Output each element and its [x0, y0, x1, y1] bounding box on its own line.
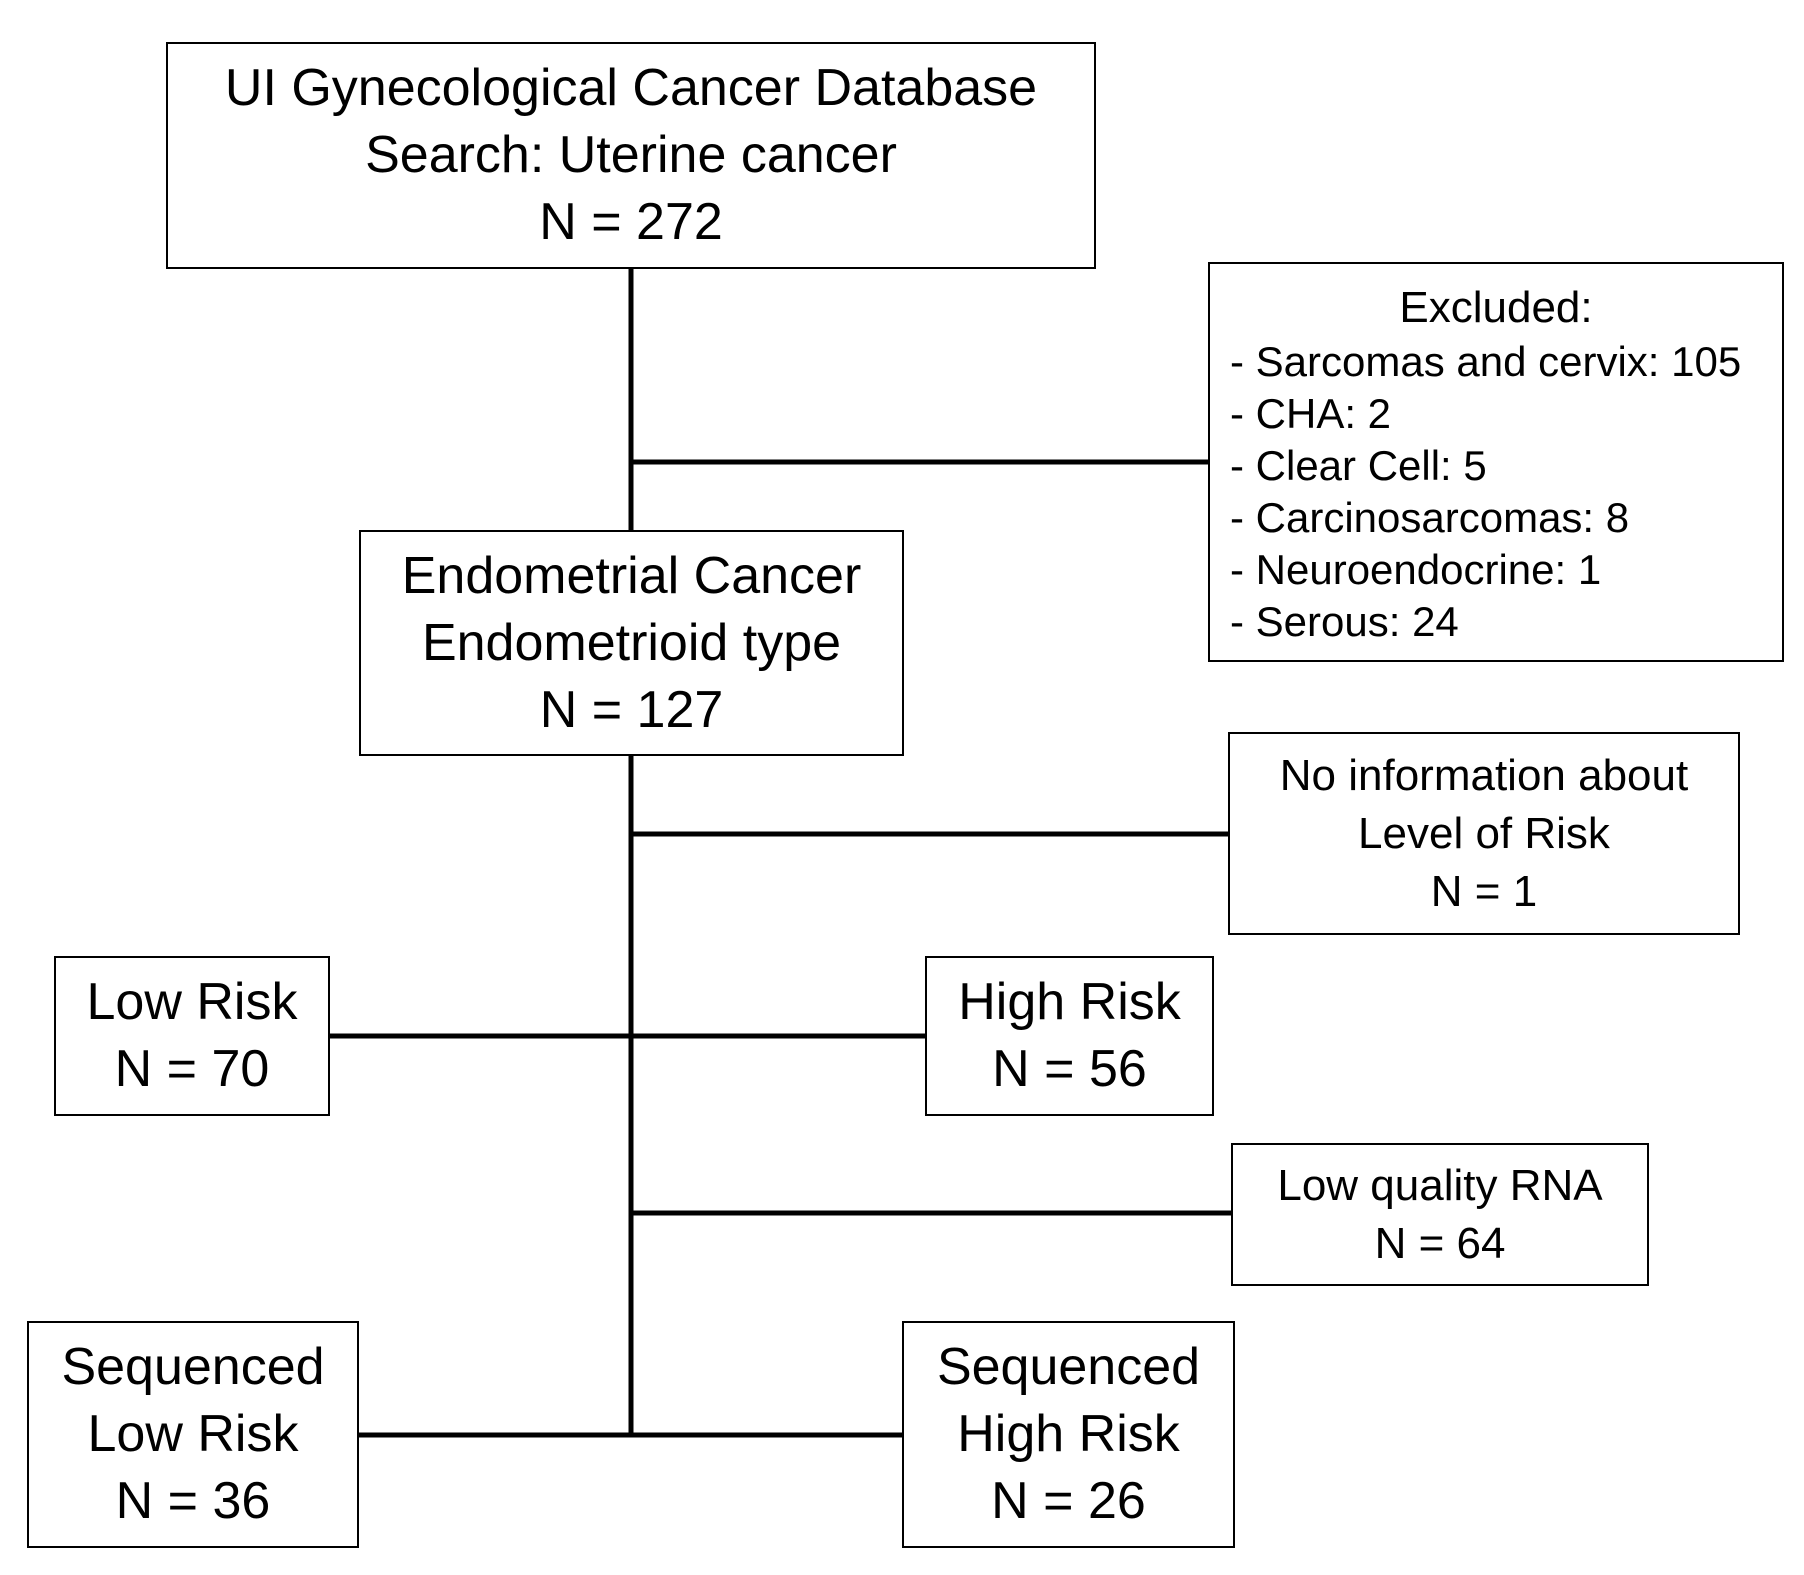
database-search: Search: Uterine cancer [365, 126, 897, 184]
seq-low-line-1: Sequenced [61, 1338, 325, 1396]
excluded-item-neuroendocrine: - Neuroendocrine: 1 [1230, 546, 1602, 593]
no-info-count: N = 1 [1430, 866, 1538, 916]
low-rna-count: N = 64 [1374, 1218, 1506, 1268]
endometrial-title: Endometrial Cancer [401, 546, 862, 605]
excluded-box: Excluded: - Sarcomas and cervix: 105 - C… [1208, 262, 1784, 662]
seq-high-line-2: High Risk [957, 1405, 1180, 1463]
low-rna-label: Low quality RNA [1277, 1160, 1603, 1210]
excluded-item-clear-cell: - Clear Cell: 5 [1230, 442, 1487, 489]
excluded-item-carcinosarcomas: - Carcinosarcomas: 8 [1230, 494, 1630, 541]
low-quality-rna-box: Low quality RNA N = 64 [1231, 1143, 1649, 1286]
low-risk-label: Low Risk [86, 973, 298, 1031]
endometrial-count: N = 127 [539, 680, 724, 739]
excluded-item-sarcomas: - Sarcomas and cervix: 105 [1230, 338, 1742, 385]
excluded-title: Excluded: [1399, 283, 1593, 332]
database-search-box: UI Gynecological Cancer Database Search:… [166, 42, 1096, 269]
database-title: UI Gynecological Cancer Database [224, 59, 1038, 117]
no-info-line-1: No information about [1279, 750, 1689, 800]
no-info-line-2: Level of Risk [1358, 808, 1610, 858]
no-information-box: No information about Level of Risk N = 1 [1228, 732, 1740, 935]
excluded-list: - Sarcomas and cervix: 105 - CHA: 2 - Cl… [1210, 336, 1782, 648]
seq-low-count: N = 36 [115, 1472, 271, 1530]
sequenced-high-risk-box: Sequenced High Risk N = 26 [902, 1321, 1235, 1548]
seq-high-count: N = 26 [991, 1472, 1146, 1530]
high-risk-count: N = 56 [992, 1040, 1147, 1098]
sequenced-low-risk-box: Sequenced Low Risk N = 36 [27, 1321, 359, 1548]
low-risk-count: N = 70 [114, 1040, 270, 1098]
excluded-item-serous: - Serous: 24 [1230, 598, 1459, 645]
high-risk-box: High Risk N = 56 [925, 956, 1214, 1116]
seq-high-line-1: Sequenced [936, 1338, 1201, 1396]
seq-low-line-2: Low Risk [87, 1405, 299, 1463]
excluded-item-cha: - CHA: 2 [1230, 390, 1392, 437]
low-risk-box: Low Risk N = 70 [54, 956, 330, 1116]
endometrial-cancer-box: Endometrial Cancer Endometrioid type N =… [359, 530, 904, 756]
endometrial-type: Endometrioid type [421, 613, 842, 672]
database-count: N = 272 [539, 193, 723, 251]
high-risk-label: High Risk [958, 973, 1181, 1031]
